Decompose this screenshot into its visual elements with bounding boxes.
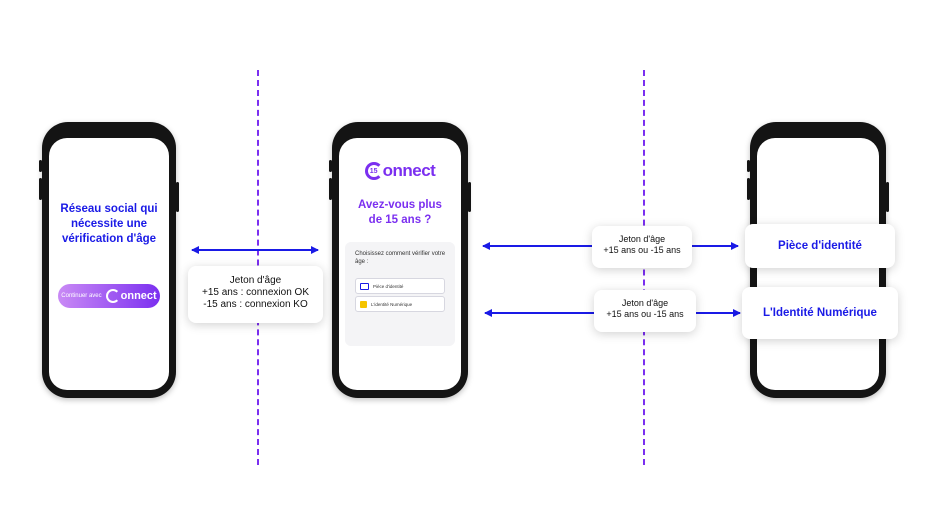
provider-label: L'Identité Numérique [763,307,877,319]
continue-with-connect-button[interactable]: Continuer avec onnect [58,284,160,308]
token-line-ko: -15 ans : connexion KO [203,299,308,310]
side-button [747,178,750,200]
option-label: L'identité Numérique [371,301,413,307]
token-line-ok: +15 ans : connexion OK [201,287,310,298]
15connect-logo: 15 onnect [339,161,461,181]
side-button [329,178,332,200]
age-token-card-left: Jeton d'âge +15 ans : connexion OK -15 a… [188,266,323,323]
social-heading: Réseau social qui nécessite une vérifica… [60,203,158,245]
phone-notch [368,122,432,138]
phone-notch [786,122,850,138]
logo-text: onnect [382,161,436,180]
token-subtitle: +15 ans ou -15 ans [606,309,684,319]
phone-15connect: 15 onnect Avez-vous plus de 15 ans ? Cho… [329,122,471,398]
verification-prompt: Choisissez comment vérifier votre âge : [355,251,446,265]
side-button [747,160,750,172]
age-token-card-right-bottom: Jeton d'âge +15 ans ou -15 ans [594,290,696,332]
id-card-icon [360,282,369,290]
side-button [39,160,42,172]
phone-screen: Réseau social qui nécessite une vérifica… [49,138,169,390]
option-piece-identite[interactable]: Pièce d'identité [355,278,445,294]
connect-logo-icon: onnect [105,289,157,303]
phone-social-network: Réseau social qui nécessite une vérifica… [39,122,179,398]
connect-ring-icon: 15 [364,162,383,180]
side-button [39,178,42,200]
age-question: Avez-vous plus de 15 ans ? [358,199,442,226]
continue-with-label: Continuer avec [61,293,102,299]
age-token-card-right-top: Jeton d'âge +15 ans ou -15 ans [592,226,692,268]
token-title: Jeton d'âge [618,234,666,244]
side-button [176,182,179,212]
verification-panel: Choisissez comment vérifier votre âge : … [345,242,455,346]
phone-notch [78,122,140,138]
provider-piece-identite: Pièce d'identité [745,224,895,268]
token-title: Jeton d'âge [229,275,282,286]
phone-screen: 15 onnect Avez-vous plus de 15 ans ? Cho… [339,138,461,390]
logo-badge-15: 15 [369,167,378,175]
option-identite-numerique[interactable]: L'identité Numérique [355,296,445,312]
provider-label: Pièce d'identité [778,240,862,252]
side-button [468,182,471,212]
side-button [886,182,889,212]
connect-logo-text: onnect [120,290,157,302]
provider-identite-numerique: L'Identité Numérique [742,287,898,339]
token-subtitle: +15 ans ou -15 ans [603,245,681,255]
side-button [329,160,332,172]
token-title: Jeton d'âge [621,298,669,308]
option-label: Pièce d'identité [373,283,404,289]
digital-id-icon [360,300,367,308]
